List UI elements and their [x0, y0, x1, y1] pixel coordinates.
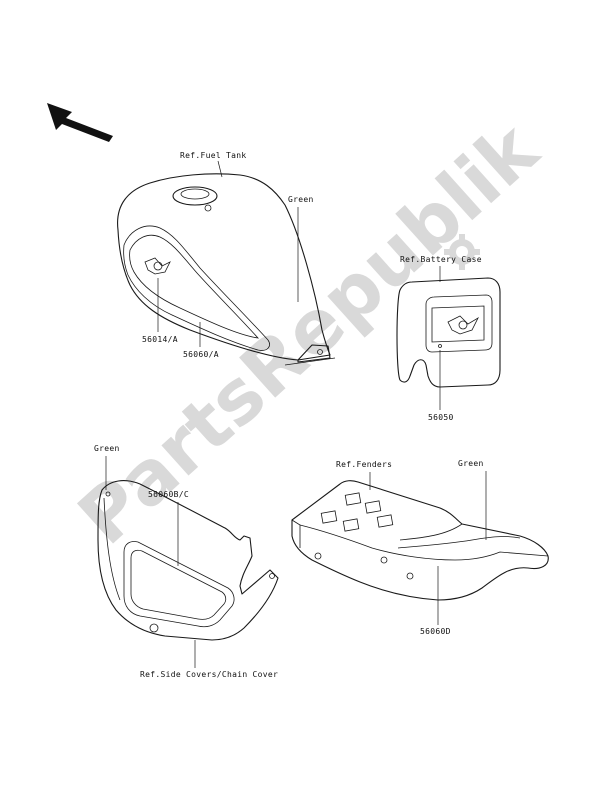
label-56014a: 56014/A: [142, 335, 178, 344]
label-green-fender: Green: [458, 459, 484, 468]
label-56060d: 56060D: [420, 627, 451, 636]
label-ref-fenders: Ref.Fenders: [336, 460, 392, 469]
gear-icon: [444, 234, 480, 270]
direction-arrow-icon: [47, 103, 113, 142]
label-green-tank: Green: [288, 195, 314, 204]
fuel-tank: [117, 173, 336, 366]
label-56060bc: 56060B/C: [148, 490, 189, 499]
watermark: PartsRepublik: [62, 106, 555, 562]
side-cover: [97, 480, 279, 641]
label-56060a: 56060/A: [183, 350, 219, 359]
label-ref-side-covers: Ref.Side Covers/Chain Cover: [140, 670, 278, 679]
label-green-side: Green: [94, 444, 120, 453]
label-ref-fuel-tank: Ref.Fuel Tank: [180, 151, 247, 160]
leader-ref-fuel-tank: [217, 160, 223, 178]
label-ref-battery-case: Ref.Battery Case: [400, 255, 482, 264]
rear-fender: [291, 480, 549, 601]
battery-case: [396, 277, 501, 388]
label-56050: 56050: [428, 413, 454, 422]
watermark-text: PartsRepublik: [62, 106, 555, 562]
